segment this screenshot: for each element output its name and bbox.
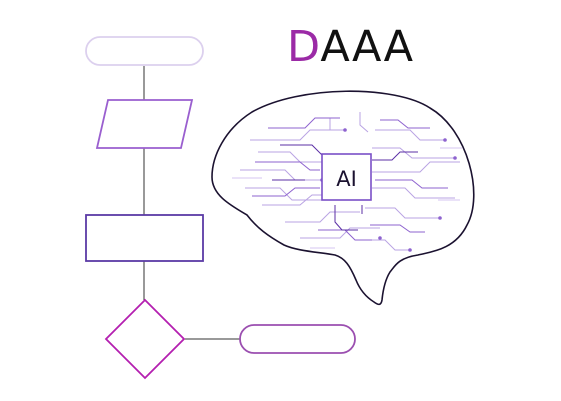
flowchart-start-terminal (85, 36, 204, 66)
ai-chip-label: AI (336, 167, 357, 191)
logo-title: DAAA (287, 22, 414, 72)
ai-chip (321, 153, 372, 201)
flowchart-process-rectangle (85, 214, 204, 262)
flowchart-decision-diamond (104, 298, 186, 380)
brain-circuit (232, 112, 462, 252)
logo-rest: AAA (320, 22, 414, 72)
brain-outline (211, 90, 475, 306)
flowchart-connectors (143, 66, 240, 340)
flowchart-end-terminal (239, 324, 356, 354)
logo-first-letter: D (287, 22, 321, 72)
flowchart-input-parallelogram (95, 99, 194, 149)
